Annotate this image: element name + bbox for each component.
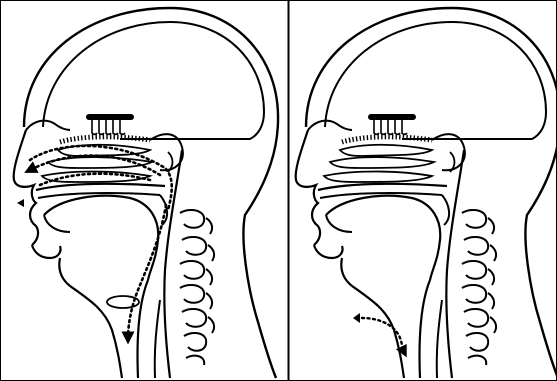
figure-stage	[0, 0, 557, 381]
figure-border	[1, 1, 557, 381]
diagram-svg	[0, 0, 557, 381]
